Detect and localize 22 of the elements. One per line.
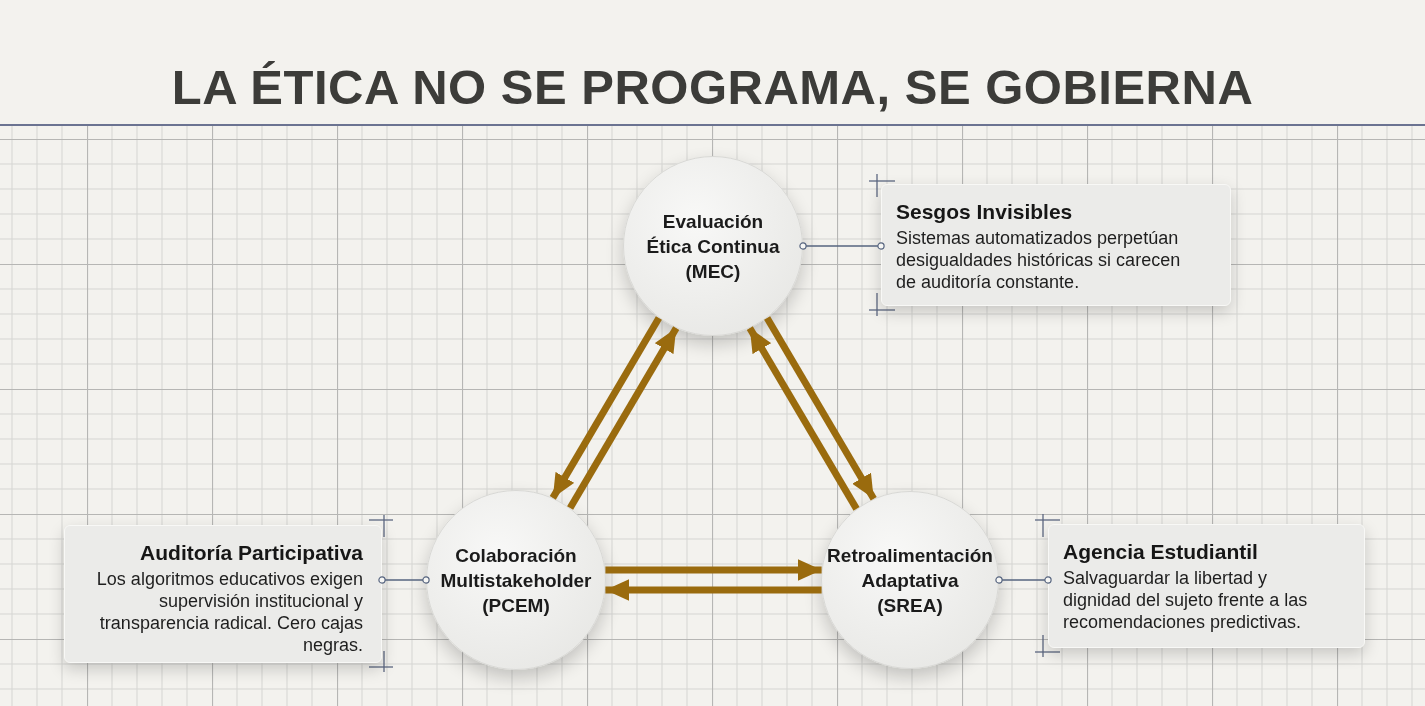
circle-label: Evaluación Ética Continua (MEC) — [646, 209, 780, 284]
arrow — [567, 326, 680, 510]
arrow — [605, 559, 822, 581]
card-title: Agencia Estudiantil — [1063, 539, 1259, 565]
connector-line — [799, 242, 885, 250]
info-card — [64, 525, 382, 663]
card-description: Sistemas automatizados perpetúan desigualdades históricas si carecen de auditoría constante. — [896, 227, 1182, 293]
card-title: Auditoría Participativa — [139, 540, 363, 566]
arrow — [764, 316, 877, 501]
title: LA ÉTICA NO SE PROGRAMA, SE GOBIERNA — [170, 60, 1255, 114]
card-description: Salvaguardar la libertad y dignidad del sujeto frente a las recomendaciones predictivas. — [1063, 567, 1309, 633]
arrow — [746, 326, 860, 511]
connector-line — [378, 576, 430, 584]
circle-label: Retroalimentación Adaptativa (SREA) — [827, 543, 993, 618]
card-title: Sesgos Invisibles — [896, 199, 1074, 225]
arrow — [549, 316, 662, 500]
circle-label: Colaboración Multistakeholder (PCEM) — [440, 543, 592, 618]
card-description: Los algoritmos educativos exigen supervisión institucional y transparencia radical. Cero cajas negras. — [95, 568, 363, 656]
arrow — [605, 579, 822, 601]
connector-line — [995, 576, 1052, 584]
info-card — [1048, 524, 1365, 648]
info-card — [881, 184, 1231, 306]
